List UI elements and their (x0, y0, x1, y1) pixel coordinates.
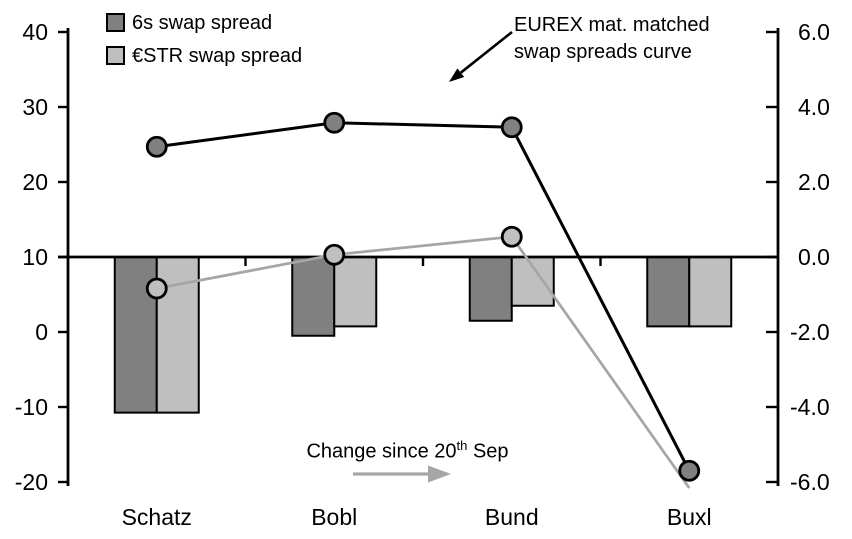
curve-marker (145, 277, 168, 300)
change-direction-arrow (353, 465, 451, 483)
bar-6s (468, 256, 513, 322)
change-annotation-text: Change since 20th Sep (280, 438, 535, 464)
change-annotation-superscript: th (456, 438, 468, 453)
bar-6s (291, 256, 336, 337)
chart-legend: 6s swap spread €STR swap spread (106, 6, 406, 72)
category-label: Buxl (667, 504, 712, 530)
left-axis-tick-label: 10 (22, 244, 48, 270)
change-annotation-prefix: Change since 20 (306, 440, 457, 463)
curve-marker (500, 116, 523, 139)
left-axis-tick-label: 30 (22, 94, 48, 120)
curve-marker (500, 225, 523, 248)
left-axis-tick-label: -20 (15, 469, 48, 495)
curve-line (156, 235, 691, 489)
change-annotation-suffix: Sep (467, 440, 509, 463)
left-axis-tick-label: 20 (22, 169, 48, 195)
right-axis-tick-label: 0.0 (798, 244, 830, 270)
category-label: Bund (485, 504, 539, 530)
category-label: Bobl (311, 504, 357, 530)
legend-swatch-estr-icon (106, 46, 125, 65)
right-axis-tick-label: -2.0 (790, 319, 830, 345)
left-axis-tick-label: 40 (22, 19, 48, 45)
curve-marker (323, 111, 346, 134)
curve-line (156, 121, 691, 472)
right-axis-tick-label: 2.0 (798, 169, 830, 195)
bar-estr (333, 256, 378, 328)
curve-marker (323, 243, 346, 266)
curve-marker (145, 135, 168, 158)
legend-item-estr: €STR swap spread (106, 39, 406, 72)
curve-marker (678, 459, 701, 482)
bar-estr (688, 256, 733, 328)
curve-annotation-arrow (449, 30, 513, 82)
legend-label-estr: €STR swap spread (132, 44, 303, 67)
bar-6s (646, 256, 691, 328)
right-axis-tick-label: -4.0 (790, 394, 830, 420)
curve-annotation-text: EUREX mat. matched swap spreads curve (514, 14, 710, 63)
left-axis-tick-label: -10 (15, 394, 48, 420)
right-axis-tick-label: 4.0 (798, 94, 830, 120)
legend-swatch-6s-icon (106, 13, 125, 32)
legend-label-6s: 6s swap spread (132, 11, 273, 34)
category-label: Schatz (122, 504, 192, 530)
left-axis-tick-label: 0 (35, 319, 48, 345)
right-axis-tick-label: -6.0 (790, 469, 830, 495)
right-axis-tick-label: 6.0 (798, 19, 830, 45)
legend-item-6s: 6s swap spread (106, 6, 406, 39)
